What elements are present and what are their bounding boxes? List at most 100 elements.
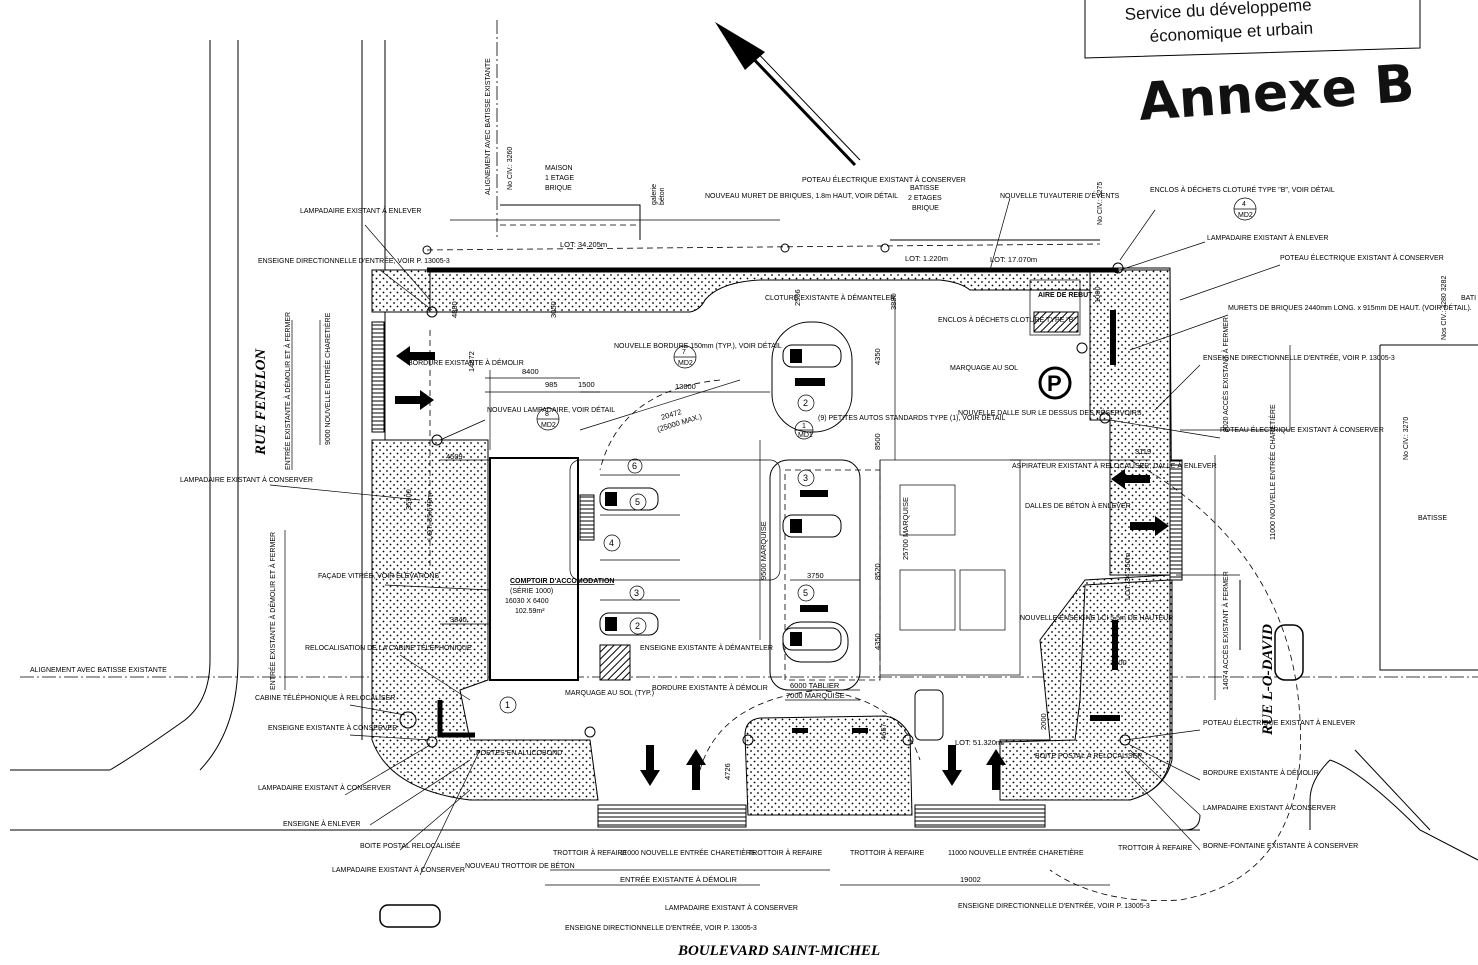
svg-text:MD2: MD2 bbox=[541, 422, 556, 429]
dim-1000: 1000 bbox=[1093, 286, 1102, 303]
svg-text:ENSEIGNE DIRECTIONNELLE D'ENTR: ENSEIGNE DIRECTIONNELLE D'ENTRÉE, VOIR P… bbox=[258, 256, 450, 265]
dim-19002: 19002 bbox=[960, 875, 981, 884]
annexe-title: Annexe B bbox=[1137, 54, 1417, 133]
lot-17070: LOT: 17.070m bbox=[990, 255, 1037, 264]
dim-11000-left: 11000 NOUVELLE ENTRÉE CHARETIÈRE bbox=[620, 848, 756, 857]
svg-text:ENCLOS À DÉCHETS CLOTURÉ TYPE: ENCLOS À DÉCHETS CLOTURÉ TYPE "B", VOIR … bbox=[1150, 185, 1335, 194]
svg-text:BATISSE: BATISSE bbox=[910, 185, 939, 192]
svg-text:BRIQUE: BRIQUE bbox=[912, 205, 939, 212]
svg-text:ENCLOS À DÉCHETS CLOTURÉ TYPE: ENCLOS À DÉCHETS CLOTURÉ TYPE "B" bbox=[938, 315, 1076, 324]
svg-text:LAMPADAIRE EXISTANT À CONSERVE: LAMPADAIRE EXISTANT À CONSERVER bbox=[258, 783, 391, 792]
street-name-lo-david: RUE L-O-DAVID bbox=[1260, 624, 1276, 736]
svg-text:MD1: MD1 bbox=[798, 432, 813, 439]
svg-text:LAMPADAIRE EXISTANT À CONSERVE: LAMPADAIRE EXISTANT À CONSERVER bbox=[1203, 803, 1336, 812]
svg-text:LAMPADAIRE EXISTANT À ENLEVER: LAMPADAIRE EXISTANT À ENLEVER bbox=[1207, 233, 1328, 242]
dim-14074: 14074 ACCÈS EXISTANT À FERMER bbox=[1221, 571, 1230, 690]
landscape-top-strip bbox=[429, 267, 1119, 313]
svg-text:MAISON: MAISON bbox=[545, 165, 573, 172]
dim-4726: 4726 bbox=[723, 763, 732, 780]
dim-3750: 3750 bbox=[807, 571, 824, 580]
svg-text:ENSEIGNE EXISTANTE À DÉMANTELE: ENSEIGNE EXISTANTE À DÉMANTELER bbox=[640, 643, 773, 652]
svg-text:DALLES DE BÉTON À ENLEVER: DALLES DE BÉTON À ENLEVER bbox=[1025, 501, 1131, 510]
svg-text:ENSEIGNE DIRECTIONNELLE D'ENTR: ENSEIGNE DIRECTIONNELLE D'ENTRÉE, VOIR P… bbox=[565, 923, 757, 932]
entree-demolir-left-2: ENTRÉE EXISTANTE À DÉMOLIR ET À FERMER bbox=[268, 532, 277, 690]
svg-text:BORDURE EXISTANTE À DÉMOLIR: BORDURE EXISTANTE À DÉMOLIR bbox=[408, 358, 524, 367]
approval-stamp: Service du développeme économique et urb… bbox=[1084, 0, 1421, 59]
svg-text:6: 6 bbox=[632, 461, 637, 471]
svg-text:NOUVEAU MURET DE BRIQUES, 1.8m: NOUVEAU MURET DE BRIQUES, 1.8m HAUT, VOI… bbox=[705, 191, 898, 200]
svg-text:BRIQUE: BRIQUE bbox=[545, 185, 572, 192]
svg-text:P: P bbox=[1047, 371, 1062, 396]
svg-text:8: 8 bbox=[545, 411, 549, 418]
dim-4509: 4509 bbox=[446, 452, 463, 461]
svg-text:FAÇADE VITRÉE, VOIR ÉLÉVATIONS: FAÇADE VITRÉE, VOIR ÉLÉVATIONS bbox=[318, 571, 439, 580]
svg-text:NOUVELLE DALLE SUR LE DESSUS D: NOUVELLE DALLE SUR LE DESSUS DES RÉSERVO… bbox=[958, 408, 1142, 417]
civ-3275: No CIV.: 3275 bbox=[1097, 182, 1104, 225]
dim-14872: 14872 bbox=[467, 351, 476, 372]
entrance-stripes-lodavid bbox=[1169, 459, 1183, 581]
dim-25700: 25700 MARQUISE bbox=[901, 497, 910, 560]
svg-text:POTEAU ÉLECTRIQUE EXISTANT À C: POTEAU ÉLECTRIQUE EXISTANT À CONSERVER bbox=[1280, 253, 1444, 262]
svg-text:ENSEIGNE À ENLEVER: ENSEIGNE À ENLEVER bbox=[283, 819, 360, 828]
dim-2506: 2506 bbox=[793, 289, 802, 306]
nouvelle-entree-left: 9000 NOUVELLE ENTRÉE CHARETIÈRE bbox=[323, 312, 332, 445]
svg-text:RELOCALISATION DE LA CABINE TÉ: RELOCALISATION DE LA CABINE TÉLÉPHONIQUE bbox=[305, 643, 472, 652]
street-boulevard-edges bbox=[10, 769, 1201, 831]
svg-text:MURETS DE BRIQUES 2440mm LONG.: MURETS DE BRIQUES 2440mm LONG. x 915mm D… bbox=[1228, 303, 1472, 312]
svg-text:NOUVEAU LAMPADAIRE, VOIR DÉTAI: NOUVEAU LAMPADAIRE, VOIR DÉTAIL bbox=[487, 405, 615, 414]
svg-text:ASPIRATEUR EXISTANT À RELOCALI: ASPIRATEUR EXISTANT À RELOCALISER, DALLE… bbox=[1012, 461, 1217, 470]
batisse-right: BATISSE bbox=[1418, 515, 1447, 522]
svg-text:ENSEIGNE EXISTANTE À CONSERVER: ENSEIGNE EXISTANTE À CONSERVER bbox=[268, 723, 397, 732]
annotations: LAMPADAIRE EXISTANT À ENLEVER ENSEIGNE D… bbox=[180, 175, 1472, 932]
dim-9020: 9020 ACCÈS EXISTANT À FERMER bbox=[1221, 317, 1230, 432]
entrance-stripes-fenelon bbox=[371, 321, 385, 433]
tank-area bbox=[879, 279, 1081, 676]
dim-3880: 3880 bbox=[889, 293, 898, 310]
svg-text:7: 7 bbox=[682, 349, 686, 356]
leader-lines bbox=[269, 197, 1281, 876]
trottoir-2: TROTTOIR À REFAIRE bbox=[748, 848, 822, 857]
dim-7000: 7000 MARQUISE bbox=[786, 691, 845, 700]
lot-line-top bbox=[426, 243, 1101, 251]
dim-9500: 9500 MARQUISE bbox=[759, 521, 768, 580]
landscape-areas bbox=[371, 267, 1173, 816]
lot-right: LOT: 34.350m bbox=[1123, 553, 1132, 600]
svg-text:béton: béton bbox=[659, 187, 666, 205]
dim-1200: 1200 bbox=[1110, 658, 1127, 667]
lamp-posts bbox=[399, 243, 1131, 748]
dim-1500: 1500 bbox=[578, 380, 595, 389]
svg-text:BORNE-FONTAINE EXISTANTE À CON: BORNE-FONTAINE EXISTANTE À CONSERVER bbox=[1203, 841, 1358, 850]
dim-3050: 3050 bbox=[549, 301, 558, 318]
svg-text:COMPTOIR D'ACCOMODATION: COMPTOIR D'ACCOMODATION bbox=[510, 578, 614, 585]
lot-bottom: LOT: 51.320m bbox=[955, 738, 1002, 747]
lot-1220: LOT: 1.220m bbox=[905, 254, 948, 263]
svg-text:économique et urbain: économique et urbain bbox=[1149, 18, 1313, 46]
dim-35900: 35900 bbox=[404, 489, 413, 510]
svg-text:1: 1 bbox=[802, 423, 806, 430]
svg-text:2: 2 bbox=[803, 398, 808, 408]
svg-text:CLOTURE EXISTANTE À DÉMANTELER: CLOTURE EXISTANTE À DÉMANTELER bbox=[765, 293, 895, 302]
turning-path-1 bbox=[599, 379, 721, 471]
entrance-stripes-left bbox=[597, 804, 747, 828]
dim-11000-right: 11000 NOUVELLE ENTRÉE CHARETIÈRE bbox=[948, 848, 1084, 857]
svg-text:3: 3 bbox=[803, 473, 808, 483]
parking-area-left bbox=[569, 459, 781, 601]
svg-text:ENSEIGNE DIRECTIONNELLE D'ENTR: ENSEIGNE DIRECTIONNELLE D'ENTRÉE, VOIR P… bbox=[1203, 353, 1395, 362]
dim-11000-r: 11000 NOUVELLE ENTRÉE CHARETIÈRE bbox=[1268, 404, 1277, 540]
svg-text:BOITE POSTAL À RELOCALISER: BOITE POSTAL À RELOCALISER bbox=[1035, 751, 1142, 760]
svg-text:102.59m²: 102.59m² bbox=[515, 608, 545, 615]
neighbor-maison: MAISON 1 ETAGE BRIQUE galerie béton bbox=[500, 165, 666, 240]
svg-text:MARQUAGE AU SOL (TYP.): MARQUAGE AU SOL (TYP.) bbox=[565, 690, 654, 697]
dim-2000: 2000 bbox=[1039, 713, 1048, 730]
entree-demolir-left: ENTRÉE EXISTANTE À DÉMOLIR ET À FERMER bbox=[283, 312, 292, 470]
svg-text:(SÉRIE 1000): (SÉRIE 1000) bbox=[510, 586, 553, 595]
svg-text:POTEAU ÉLECTRIQUE EXISTANT À E: POTEAU ÉLECTRIQUE EXISTANT À ENLEVER bbox=[1203, 718, 1355, 727]
svg-text:NOUVELLE TUYAUTERIE D'ÉVENTS: NOUVELLE TUYAUTERIE D'ÉVENTS bbox=[1000, 191, 1120, 200]
alignment-label-left: ALIGNEMENT AVEC BATISSE EXISTANTE bbox=[30, 667, 167, 674]
batiment-cutoff: BATI bbox=[1461, 295, 1476, 302]
svg-text:MARQUAGE AU SOL: MARQUAGE AU SOL bbox=[950, 365, 1018, 372]
